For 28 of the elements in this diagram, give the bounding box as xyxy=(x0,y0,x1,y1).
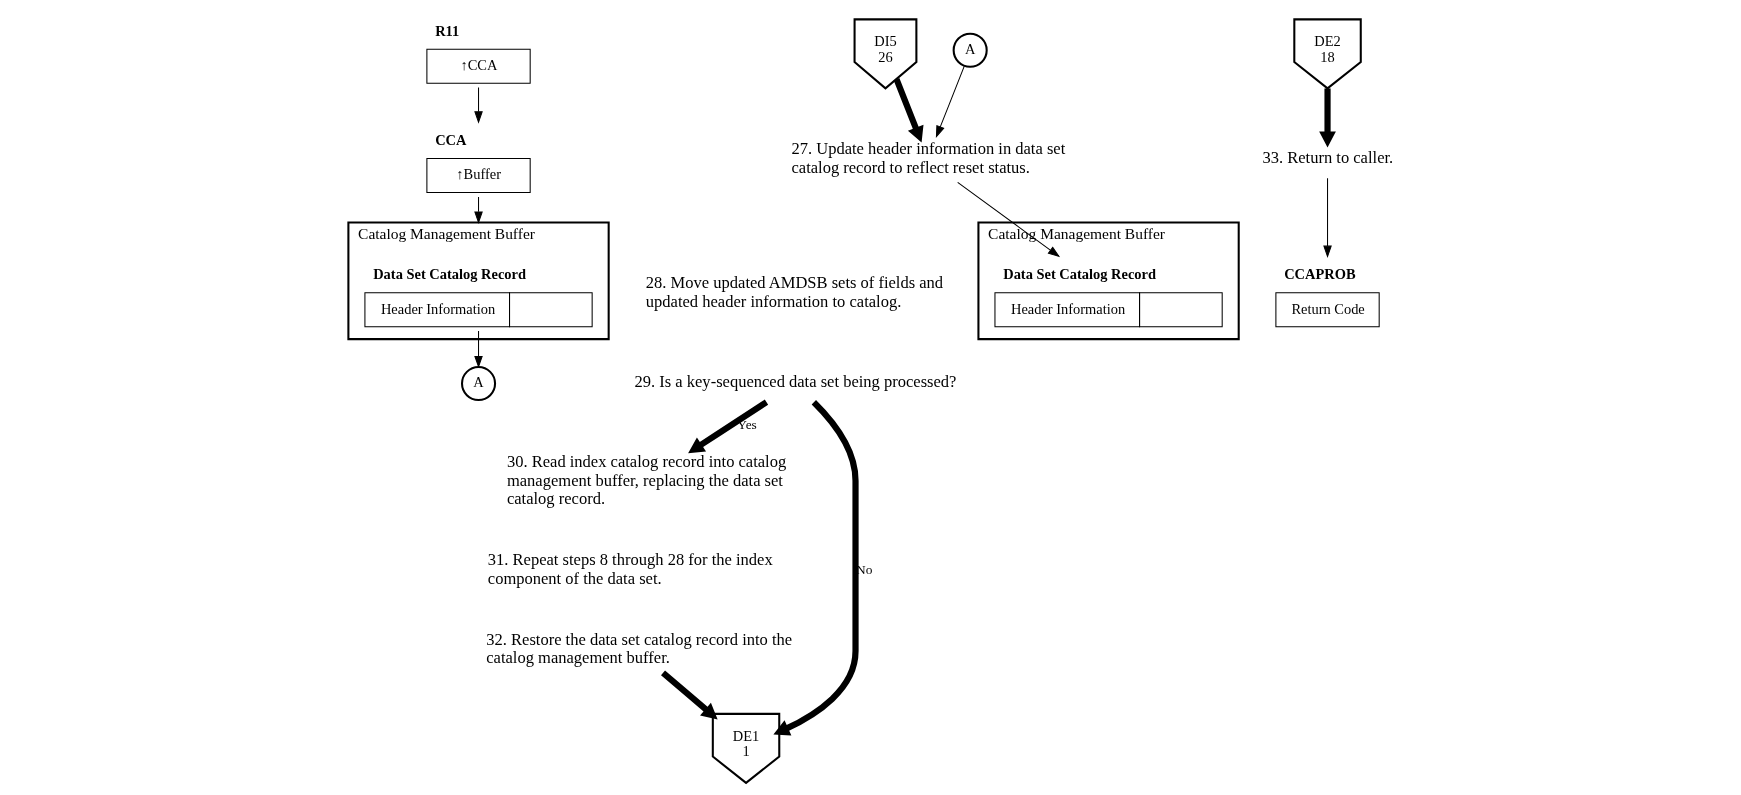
node-label: Data Set Catalog Record xyxy=(1003,266,1156,283)
node-box: Return Code xyxy=(1275,292,1380,328)
arrow xyxy=(935,65,965,139)
arrow xyxy=(474,196,483,224)
arrow xyxy=(1323,177,1332,258)
node-text: 30. Read index catalog record into catalog management buffer, replacing the data set catalog record. xyxy=(506,452,787,509)
node-label: Data Set Catalog Record xyxy=(373,266,526,283)
node-text: 33. Return to caller. xyxy=(1262,148,1394,168)
arrow xyxy=(1319,88,1336,148)
node-box: ↑Buffer xyxy=(426,157,531,193)
node-text: 31. Repeat steps 8 through 28 for the index component of the data set. xyxy=(487,550,773,588)
node-box: ↑CCA xyxy=(426,48,531,84)
arrow xyxy=(661,670,718,720)
node-text: 27. Update header information in data set catalog record to reflect reset status. xyxy=(791,139,1066,177)
node-text: 32. Restore the data set catalog record into the catalog management buffer. xyxy=(486,629,793,668)
arrow xyxy=(474,330,483,369)
node-text: 29. Is a key-sequenced data set being processed? xyxy=(634,372,957,392)
node-label: CCAPROB xyxy=(1284,266,1356,283)
arrow xyxy=(474,87,483,124)
node-circle: A xyxy=(952,32,988,68)
arrow xyxy=(893,78,924,143)
arrow xyxy=(773,400,859,736)
node-circle: A xyxy=(460,366,497,402)
node-text: 28. Move updated AMDSB sets of fields and updated header information to catalog. xyxy=(645,273,944,311)
node-label: R11 xyxy=(435,22,460,39)
node-label: CCA xyxy=(435,132,467,149)
arrow xyxy=(688,399,769,454)
arrow xyxy=(957,181,1061,258)
